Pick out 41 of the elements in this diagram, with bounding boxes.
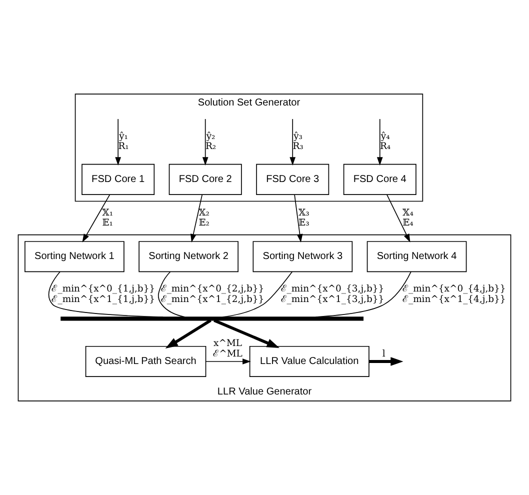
edge-label: ℰ_min^{x^0_{2,j,b}} ℰ_min^{x^1_{2,j,b}} — [160, 284, 264, 305]
edge-label: l — [382, 348, 386, 360]
connector — [48, 271, 164, 318]
edge-label: ŷ₂ R₂ — [205, 130, 216, 152]
arrow — [294, 194, 303, 243]
edge-label: ℰ_min^{x^0_{1,j,b}} ℰ_min^{x^1_{1,j,b}} — [52, 284, 156, 305]
arrow — [369, 357, 404, 366]
node-box: FSD Core 1 — [82, 164, 155, 195]
edge-label: 𝕏₁ 𝔼₁ — [102, 207, 114, 228]
arrow — [190, 194, 203, 242]
node-box: FSD Core 3 — [256, 164, 330, 195]
connector — [315, 271, 412, 318]
node-box: Sorting Network 3 — [252, 241, 353, 272]
node-box: Sorting Network 4 — [366, 241, 467, 272]
edge-label: x^ML ℰ^ML — [213, 338, 242, 360]
arrow — [165, 319, 212, 349]
edge-label: ŷ₃ R₃ — [292, 130, 304, 152]
edge-label: 𝕏₄ 𝔼₄ — [402, 207, 414, 228]
edge-label: ℰ_min^{x^0_{4,j,b}} ℰ_min^{x^1_{4,j,b}} — [402, 284, 506, 305]
arrow — [205, 358, 251, 364]
edge-label: 𝕏₃ 𝔼₃ — [298, 207, 310, 228]
node-box: FSD Core 4 — [343, 164, 416, 195]
arrow — [376, 118, 383, 166]
connector — [222, 271, 293, 318]
arrow — [202, 118, 208, 166]
arrow — [214, 319, 280, 348]
edge-label: 𝕏₂ 𝔼₂ — [198, 207, 210, 228]
edge-label: ŷ₁ R₁ — [118, 130, 129, 152]
arrow — [115, 118, 122, 166]
node-box: LLR Value Calculation — [249, 346, 370, 378]
connector — [158, 271, 186, 318]
node-box: Sorting Network 1 — [24, 241, 124, 272]
arrow — [386, 194, 410, 242]
node-box: Sorting Network 2 — [138, 241, 238, 272]
node-bar — [60, 316, 364, 321]
edge-label: ℰ_min^{x^0_{3,j,b}} ℰ_min^{x^1_{3,j,b}} — [280, 284, 384, 305]
arrow — [290, 118, 296, 166]
edge-label: ŷ₄ R₄ — [380, 130, 391, 152]
node-box: FSD Core 2 — [168, 164, 242, 195]
node-box: Quasi-ML Path Search — [85, 346, 206, 378]
arrow — [82, 194, 110, 242]
